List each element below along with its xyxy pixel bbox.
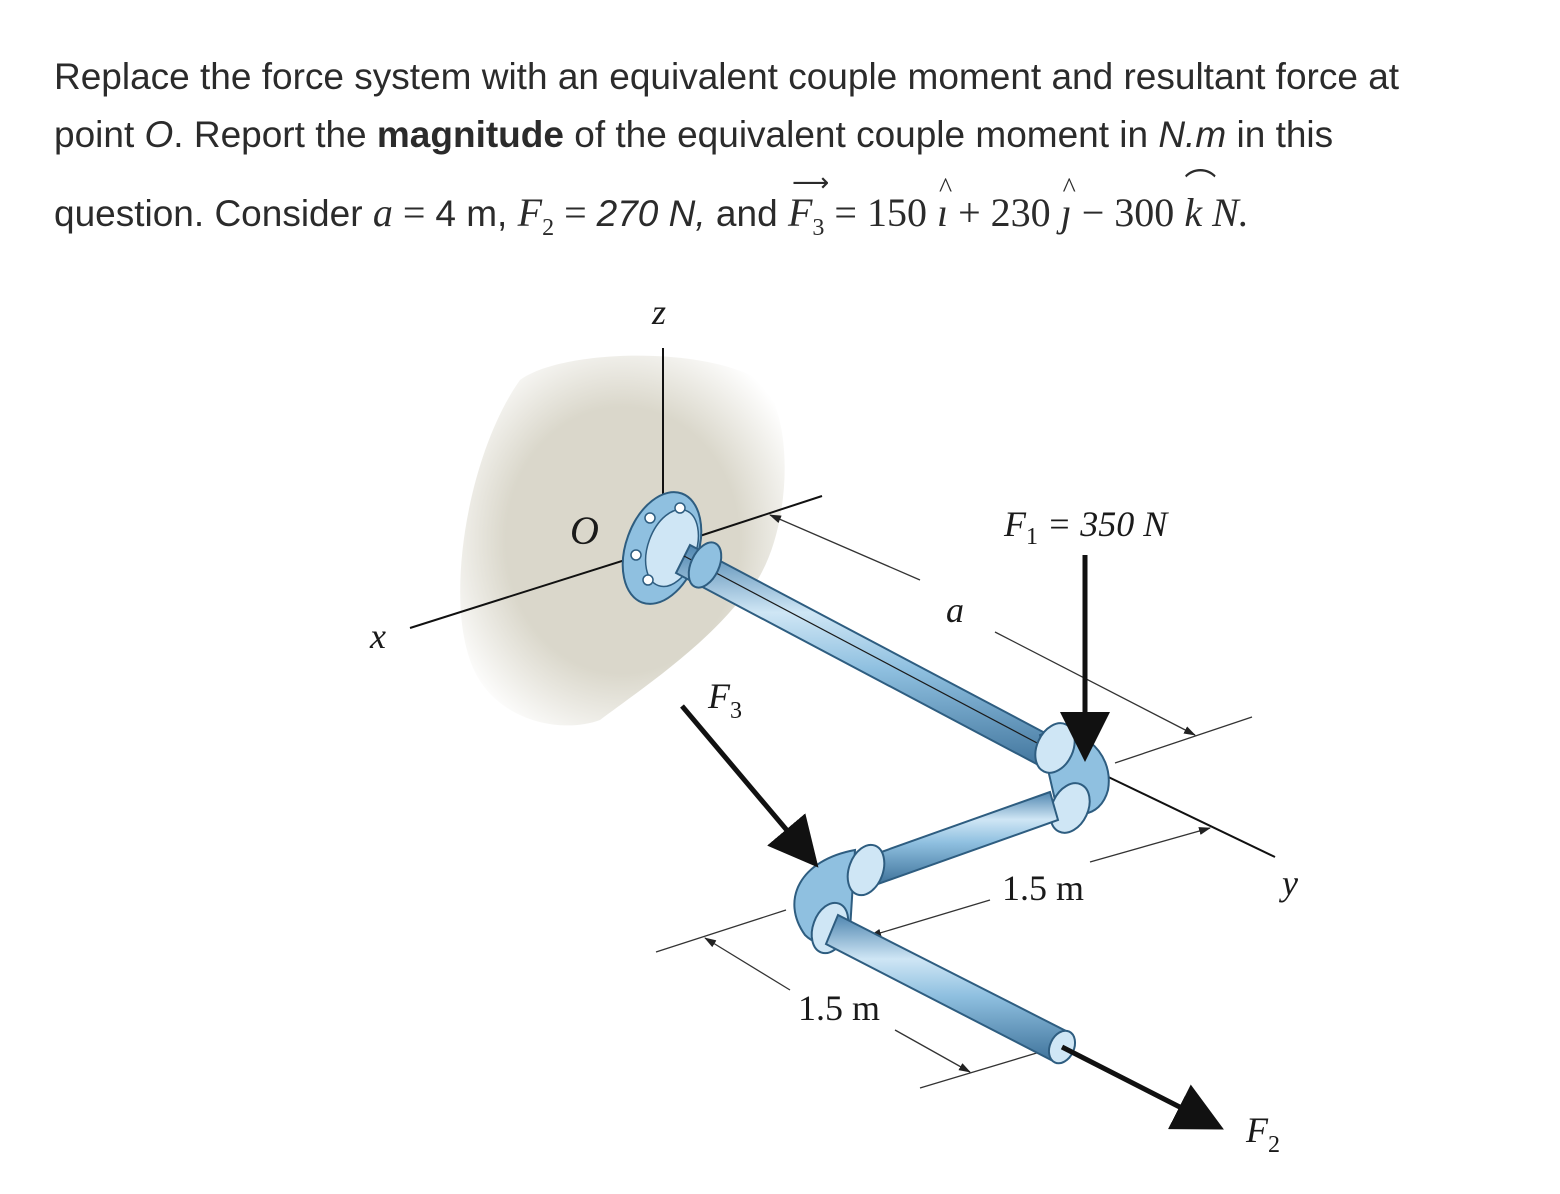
statement-line-3: question. Consider a = 4 m, F2 = 270 N, … — [54, 167, 1514, 257]
f3-i-component: 150 — [866, 190, 937, 235]
dimension-1-5m-right: 1.5 m — [1002, 868, 1084, 908]
f3-unit: N. — [1212, 190, 1249, 235]
equals-sign: = — [824, 190, 867, 235]
problem-statement: Replace the force system with an equival… — [54, 48, 1514, 257]
i-unit-vector: ı — [936, 190, 949, 235]
vector-arrow-icon: ⟶ — [791, 168, 830, 198]
hat-icon: ^ — [1062, 173, 1076, 204]
statement-line-2: point O. Report the magnitude of the equ… — [54, 106, 1514, 164]
bolt-hole-icon — [674, 502, 686, 514]
i-hat: ^ı — [936, 173, 952, 242]
f3-vector: ⟶F3 — [787, 168, 829, 257]
unit-symbol: N.m — [1158, 114, 1227, 155]
dim-a-line-2 — [994, 631, 1196, 736]
pipe-coupling — [687, 541, 723, 589]
j-unit-vector: ȷ — [1060, 190, 1072, 235]
dimension-1-5m-bottom: 1.5 m — [798, 988, 880, 1028]
wall-surface — [460, 355, 785, 726]
bolt-hole-icon — [642, 574, 654, 586]
statement-text: . Report the — [173, 114, 377, 155]
f3-j-component: + 230 — [948, 190, 1061, 235]
hat-icon: ^ — [938, 173, 953, 204]
dim-ext-left — [655, 909, 787, 953]
magnitude-emphasis: magnitude — [376, 114, 564, 155]
a-value: 4 m, — [435, 193, 508, 234]
pipe-segment-1 — [674, 543, 1064, 772]
equals-sign: = — [554, 190, 597, 235]
f2-subscript: 2 — [542, 215, 555, 241]
statement-text: point — [54, 114, 145, 155]
k-unit-vector: k — [1184, 190, 1203, 235]
f3-label: F3 — [707, 676, 742, 724]
f3-subscript: 3 — [812, 215, 825, 241]
f3-symbol: F — [787, 190, 813, 235]
y-axis-label: y — [1279, 863, 1298, 903]
a-symbol: a — [372, 190, 393, 235]
equals-sign: = — [392, 190, 436, 235]
f2-equation: F2 = — [517, 190, 597, 241]
pipe-segment-3 — [824, 913, 1077, 1065]
f2-value: 270 N, — [596, 193, 706, 234]
f2-symbol: F — [517, 190, 543, 235]
f3-k-component: − 300 — [1071, 190, 1185, 235]
f3-force-arrow — [680, 704, 819, 868]
origin-label: O — [570, 508, 599, 553]
dim-ext-bottom — [919, 1051, 1041, 1089]
statement-text: question. Consider — [54, 193, 373, 234]
z-axis-label: z — [651, 292, 666, 332]
k-hat: ⌒k — [1184, 167, 1216, 242]
statement-line-1: Replace the force system with an equival… — [54, 48, 1514, 106]
x-axis-label: x — [369, 616, 386, 656]
dimension-a-label: a — [946, 590, 964, 630]
dim-15-right-a — [1089, 827, 1211, 863]
dim-ext-right-top — [1114, 716, 1253, 764]
bolt-hole-icon — [630, 549, 642, 561]
dim-15-bottom-b — [894, 1029, 971, 1073]
hat-icon: ⌒ — [1184, 167, 1217, 203]
dim-15-bottom-a — [704, 937, 791, 991]
statement-text: and — [705, 193, 788, 234]
f2-force-arrow — [1060, 1044, 1224, 1130]
dim-15-right-b — [869, 899, 991, 937]
bolt-hole-icon — [644, 512, 656, 524]
f3-equation: ⟶F3 = 150 ^ı + 230 ^ȷ − 300 ⌒k N. — [788, 167, 1249, 241]
a-equation: a = — [373, 190, 436, 235]
y-axis — [1099, 772, 1276, 858]
f1-label: F1 = 350 N — [1003, 504, 1169, 550]
j-hat: ^ȷ — [1060, 173, 1076, 242]
point-o-symbol: O — [144, 114, 174, 155]
x-axis — [409, 547, 664, 629]
dim-a-line-1 — [769, 514, 921, 581]
statement-text: of the equivalent couple moment in — [563, 114, 1159, 155]
statement-text: in this — [1226, 114, 1334, 155]
f2-label: F2 — [1245, 1110, 1280, 1158]
statement-text: Replace the force system with an equival… — [54, 56, 1400, 97]
